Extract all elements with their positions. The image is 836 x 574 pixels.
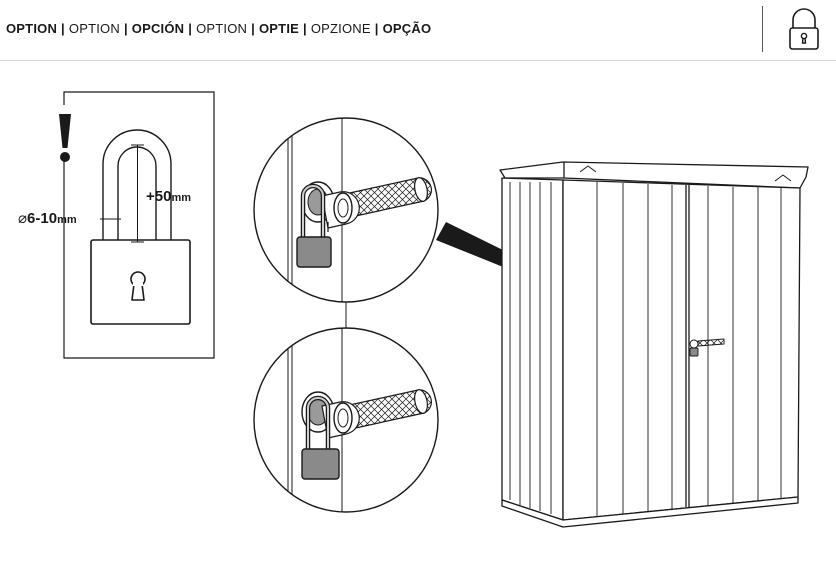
header-divider bbox=[762, 6, 763, 52]
language-separator: | bbox=[123, 21, 128, 36]
language-label: OPCIÓN bbox=[131, 21, 185, 36]
detail-callout-top bbox=[253, 117, 439, 303]
language-label: OPZIONE bbox=[310, 21, 371, 36]
language-option-labels: OPTION|OPTION|OPCIÓN|OPTION|OPTIE|OPZION… bbox=[6, 21, 431, 36]
padlock-body bbox=[90, 239, 191, 325]
padlock-spec-panel: +50mm ⌀6-10mm bbox=[18, 91, 215, 359]
language-separator: | bbox=[188, 21, 193, 36]
language-label: OPÇÃO bbox=[382, 21, 432, 36]
keyhole-icon bbox=[130, 271, 146, 301]
language-label: OPTION bbox=[196, 21, 248, 36]
storage-shed bbox=[499, 161, 809, 528]
language-separator: | bbox=[303, 21, 307, 36]
detail-callout-bottom bbox=[253, 327, 439, 513]
header-bar: OPTION|OPTION|OPCIÓN|OPTION|OPTIE|OPZION… bbox=[0, 0, 836, 61]
language-separator: | bbox=[61, 21, 65, 36]
padlock-body bbox=[296, 236, 332, 268]
language-label: OPTIE bbox=[259, 21, 300, 36]
language-separator: | bbox=[374, 21, 379, 36]
language-label: OPTION bbox=[68, 21, 120, 36]
exclamation-icon bbox=[59, 114, 71, 162]
diameter-label: ⌀6-10mm bbox=[18, 210, 77, 227]
language-separator: | bbox=[251, 21, 255, 36]
padlock-icon bbox=[786, 8, 822, 57]
language-label: OPTION bbox=[6, 21, 58, 36]
padlock-body bbox=[301, 448, 340, 480]
shackle-diameter-dimension bbox=[100, 214, 121, 224]
length-label: +50mm bbox=[146, 188, 191, 205]
shackle-length-dimension bbox=[131, 144, 144, 243]
